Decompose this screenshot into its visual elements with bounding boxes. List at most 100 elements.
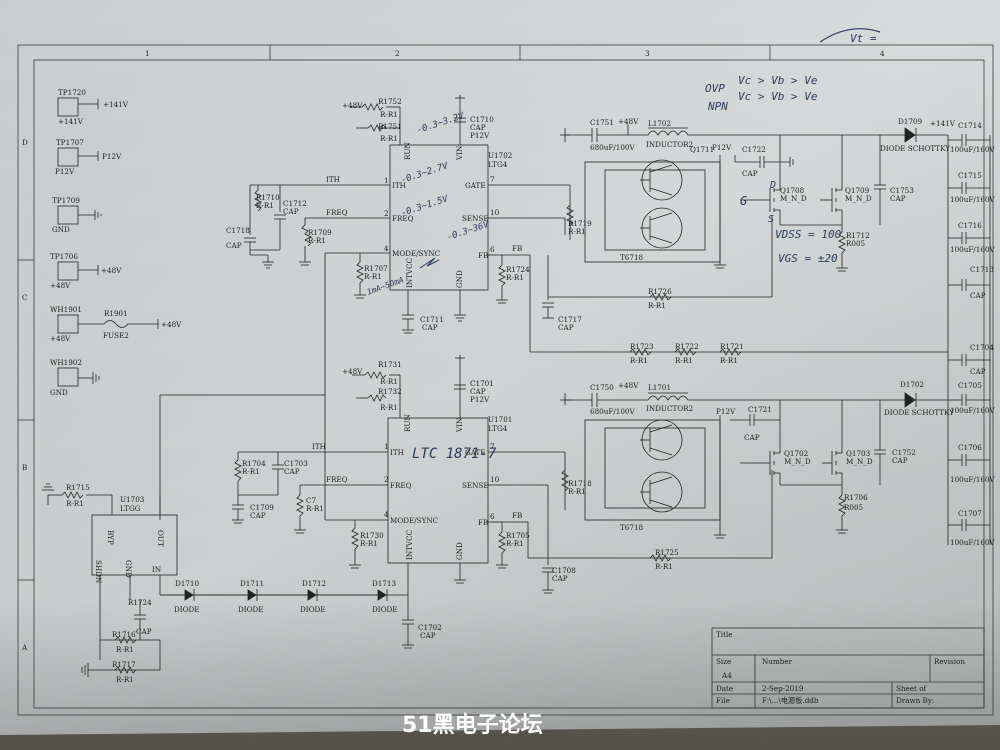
bottom-channel-labels: +48V R1731 R-R1 R1732 R-R1 C1701 CAP P12… — [242, 360, 995, 640]
d1710-ref: D1710 — [175, 579, 199, 588]
r1707-val: R-R1 — [364, 272, 382, 281]
r1709-val: R-R1 — [308, 236, 326, 245]
scribble-mark — [419, 257, 440, 269]
r1725-ref: R1725 — [655, 548, 679, 557]
u1703-pin-shdn: SHDN — [94, 560, 103, 583]
c1709-ref: C1709 — [250, 503, 274, 512]
net-ith-top: ITH — [326, 175, 340, 184]
tp1720-pin: +141V — [58, 117, 84, 126]
fuse-net: +48V — [161, 320, 182, 329]
u1702-pinno-gate: 7 — [490, 175, 495, 184]
drawn-label: Drawn By: — [896, 696, 934, 705]
col-label-2: 2 — [395, 49, 400, 58]
u1702-pin-mode: MODE/SYNC — [392, 249, 441, 258]
c1702-ref: C1702 — [418, 623, 442, 632]
r1705-val: R-R1 — [506, 539, 524, 548]
r1718-val: R-R1 — [568, 487, 586, 496]
r1751-val: R-R1 — [380, 134, 398, 143]
r1721-ref: R1721 — [720, 342, 744, 351]
bottom-channel-wiring — [159, 355, 990, 649]
c1713-ref: C1713 — [970, 265, 994, 274]
size-label: Size — [716, 657, 731, 666]
r1732-ref: R1732 — [378, 387, 402, 396]
q1702-ref: Q1702 — [784, 449, 808, 458]
u1703-part: LTGG — [120, 504, 141, 513]
c1711-ref: C1711 — [420, 315, 444, 324]
r1752-val: R-R1 — [380, 110, 398, 119]
u1701-pin-run: RUN — [403, 414, 412, 432]
file-value: F:\...\电源板.ddb — [762, 696, 819, 705]
net-fb-top: FB — [512, 244, 522, 253]
note-mark-d: D — [769, 180, 776, 191]
r1731-val: R-R1 — [380, 377, 398, 386]
r1710-ref: R1710 — [256, 193, 280, 202]
c1705-val: 100uF/160V — [950, 406, 995, 415]
u1702-pin-sense: SENSE — [462, 214, 489, 223]
c1721-val: CAP — [744, 433, 760, 442]
u1701-pinno-freq: 2 — [384, 475, 389, 484]
c1712-val: CAP — [283, 207, 299, 216]
c1714-val: 100uF/160V — [950, 145, 995, 154]
u1702-pin-gate: GATE — [465, 181, 486, 190]
u1701-pin-vin: VIN — [455, 418, 464, 433]
tp1709-ref: TP1709 — [52, 196, 80, 205]
c1717-ref: C1717 — [558, 315, 582, 324]
file-label: File — [716, 696, 730, 705]
note-vdss: VDSS = 100 — [775, 228, 842, 241]
u1702-pinno-ith: 1 — [384, 176, 389, 185]
r1722-ref: R1722 — [675, 342, 699, 351]
r1901-value: FUSE2 — [103, 331, 129, 340]
u1701-pin-sense: SENSE — [462, 481, 489, 490]
number-label: Number — [762, 657, 793, 666]
tp1709-pin: GND — [52, 225, 70, 234]
r1719-ref: R1719 — [568, 219, 592, 228]
u1702-pin-vin: VIN — [455, 146, 464, 161]
c1751-val: 680uF/100V — [590, 143, 635, 152]
note-mark-g: G — [740, 194, 747, 208]
d1711-ref: D1711 — [240, 579, 264, 588]
note-vt: Vt = — [850, 32, 877, 45]
tp1720-net: +141V — [103, 100, 129, 109]
r1724-val: R-R1 — [506, 273, 524, 282]
net-48v-bottom2: +48V — [618, 381, 639, 390]
u1702-pin-gnd: GND — [455, 270, 464, 288]
net-freq-bottom: FREQ — [326, 475, 348, 484]
c1752-ref: C1752 — [892, 448, 916, 457]
d1712-ref: D1712 — [302, 579, 326, 588]
q1709-ref: Q1709 — [845, 186, 870, 195]
u1702-pin-run: RUN — [403, 142, 412, 160]
note-ovp: OVP — [705, 82, 725, 95]
u1701-pinno-ith: 1 — [384, 442, 389, 451]
q1708-val: M_N_D — [780, 194, 807, 203]
u1701-part: LTG4 — [488, 424, 508, 433]
r1723-val: R-R1 — [630, 356, 648, 365]
row-label-c: C — [22, 293, 28, 302]
wh1901-ref: WH1901 — [50, 305, 82, 314]
c1718-val: CAP — [226, 241, 242, 250]
u1701-pin-intvcc: INTVCC — [405, 529, 414, 560]
u1702-pinno-mode: 4 — [384, 244, 389, 253]
l1701-val: INDUCTOR2 — [646, 404, 693, 413]
d1713-ref: D1713 — [372, 579, 396, 588]
d1702-val: DIODE SCHOTTKY — [884, 408, 954, 417]
tp1707-net: P12V — [102, 152, 122, 161]
u1701-ref: U1701 — [488, 415, 512, 424]
r1725-val: R-R1 — [655, 562, 673, 571]
c1751-ref: C1751 — [590, 118, 614, 127]
c1703-val: CAP — [284, 467, 300, 476]
r1731-ref: R1731 — [378, 360, 402, 369]
net-141v-top: +141V — [930, 119, 956, 128]
r1716-ref: R1716 — [112, 630, 136, 639]
r1712-ref: R1712 — [846, 231, 870, 240]
u1702-ref: U1702 — [488, 151, 512, 160]
top-channel-wiring — [244, 95, 991, 545]
note-npn-eq: Vc > Vb > Ve — [738, 90, 818, 103]
q1710-val: T6718 — [620, 523, 644, 532]
r1723-ref: R1723 — [630, 342, 654, 351]
row-label-d: D — [22, 138, 28, 147]
r1716-val: R-R1 — [116, 645, 134, 654]
l1701-ref: L1701 — [648, 383, 671, 392]
net-freq-top: FREQ — [326, 208, 348, 217]
c1710-val: CAP — [470, 123, 486, 132]
